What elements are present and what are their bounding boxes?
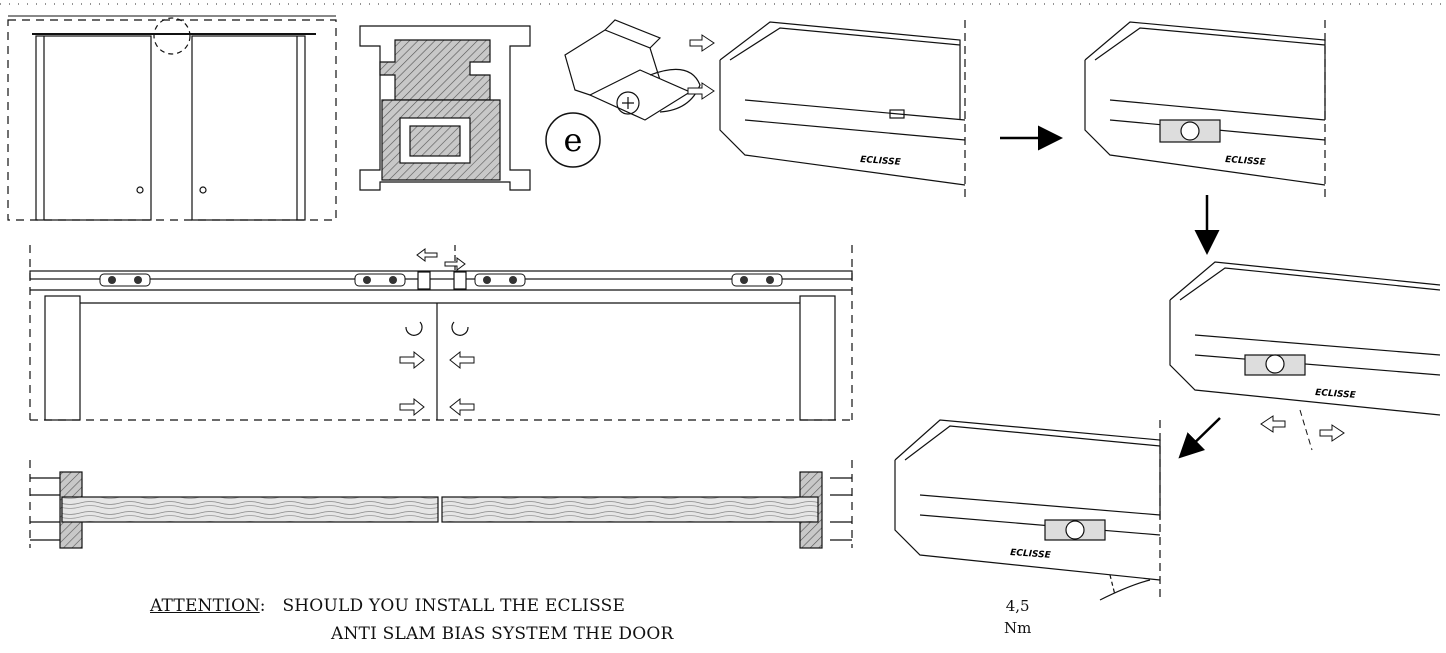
attention-label: ATTENTION <box>150 596 260 616</box>
front-view-doors <box>7 15 337 221</box>
attention-text-1: SHOULD YOU INSTALL THE ECLISSE <box>282 596 626 616</box>
track-illustration-4 <box>894 419 1161 601</box>
torque-value: 4,5 <box>1005 597 1030 615</box>
track-section <box>359 25 531 191</box>
slide-hollow-arrows <box>1260 409 1345 451</box>
trolley-left-2 <box>354 273 406 287</box>
trolley-left-1 <box>99 273 151 287</box>
brand-mark-1: ECLISSE <box>860 155 902 168</box>
track-illustration-2 <box>1084 20 1326 200</box>
brand-mark-3: ECLISSE <box>1315 388 1357 401</box>
door-plan-section <box>29 460 853 549</box>
hollow-arrows <box>687 34 715 100</box>
brand-mark-2: ECLISSE <box>1225 155 1267 168</box>
rotate-arrows <box>405 321 469 336</box>
push-hollow-arrows <box>399 248 475 417</box>
rail-with-trolleys <box>29 245 853 421</box>
track-illustration-3 <box>1169 261 1441 416</box>
step-arrow-diagonal <box>1178 417 1221 459</box>
attention-line-1: ATTENTION: SHOULD YOU INSTALL THE ECLISS… <box>150 596 625 616</box>
track-illustration-1 <box>719 20 966 200</box>
anti-derailment-clip <box>564 19 701 121</box>
callout-letter: e <box>564 121 583 159</box>
callout-circle <box>545 112 601 168</box>
attention-separator: : <box>259 596 266 616</box>
trolley-right-2 <box>731 273 783 287</box>
trolley-right-1 <box>474 273 526 287</box>
attention-text-2: ANTI SLAM BIAS SYSTEM THE DOOR <box>331 624 674 644</box>
torque-unit: Nm <box>1004 619 1032 637</box>
torque-label: 4,5 Nm <box>1004 595 1031 639</box>
brand-mark-4: ECLISSE <box>1010 548 1052 561</box>
